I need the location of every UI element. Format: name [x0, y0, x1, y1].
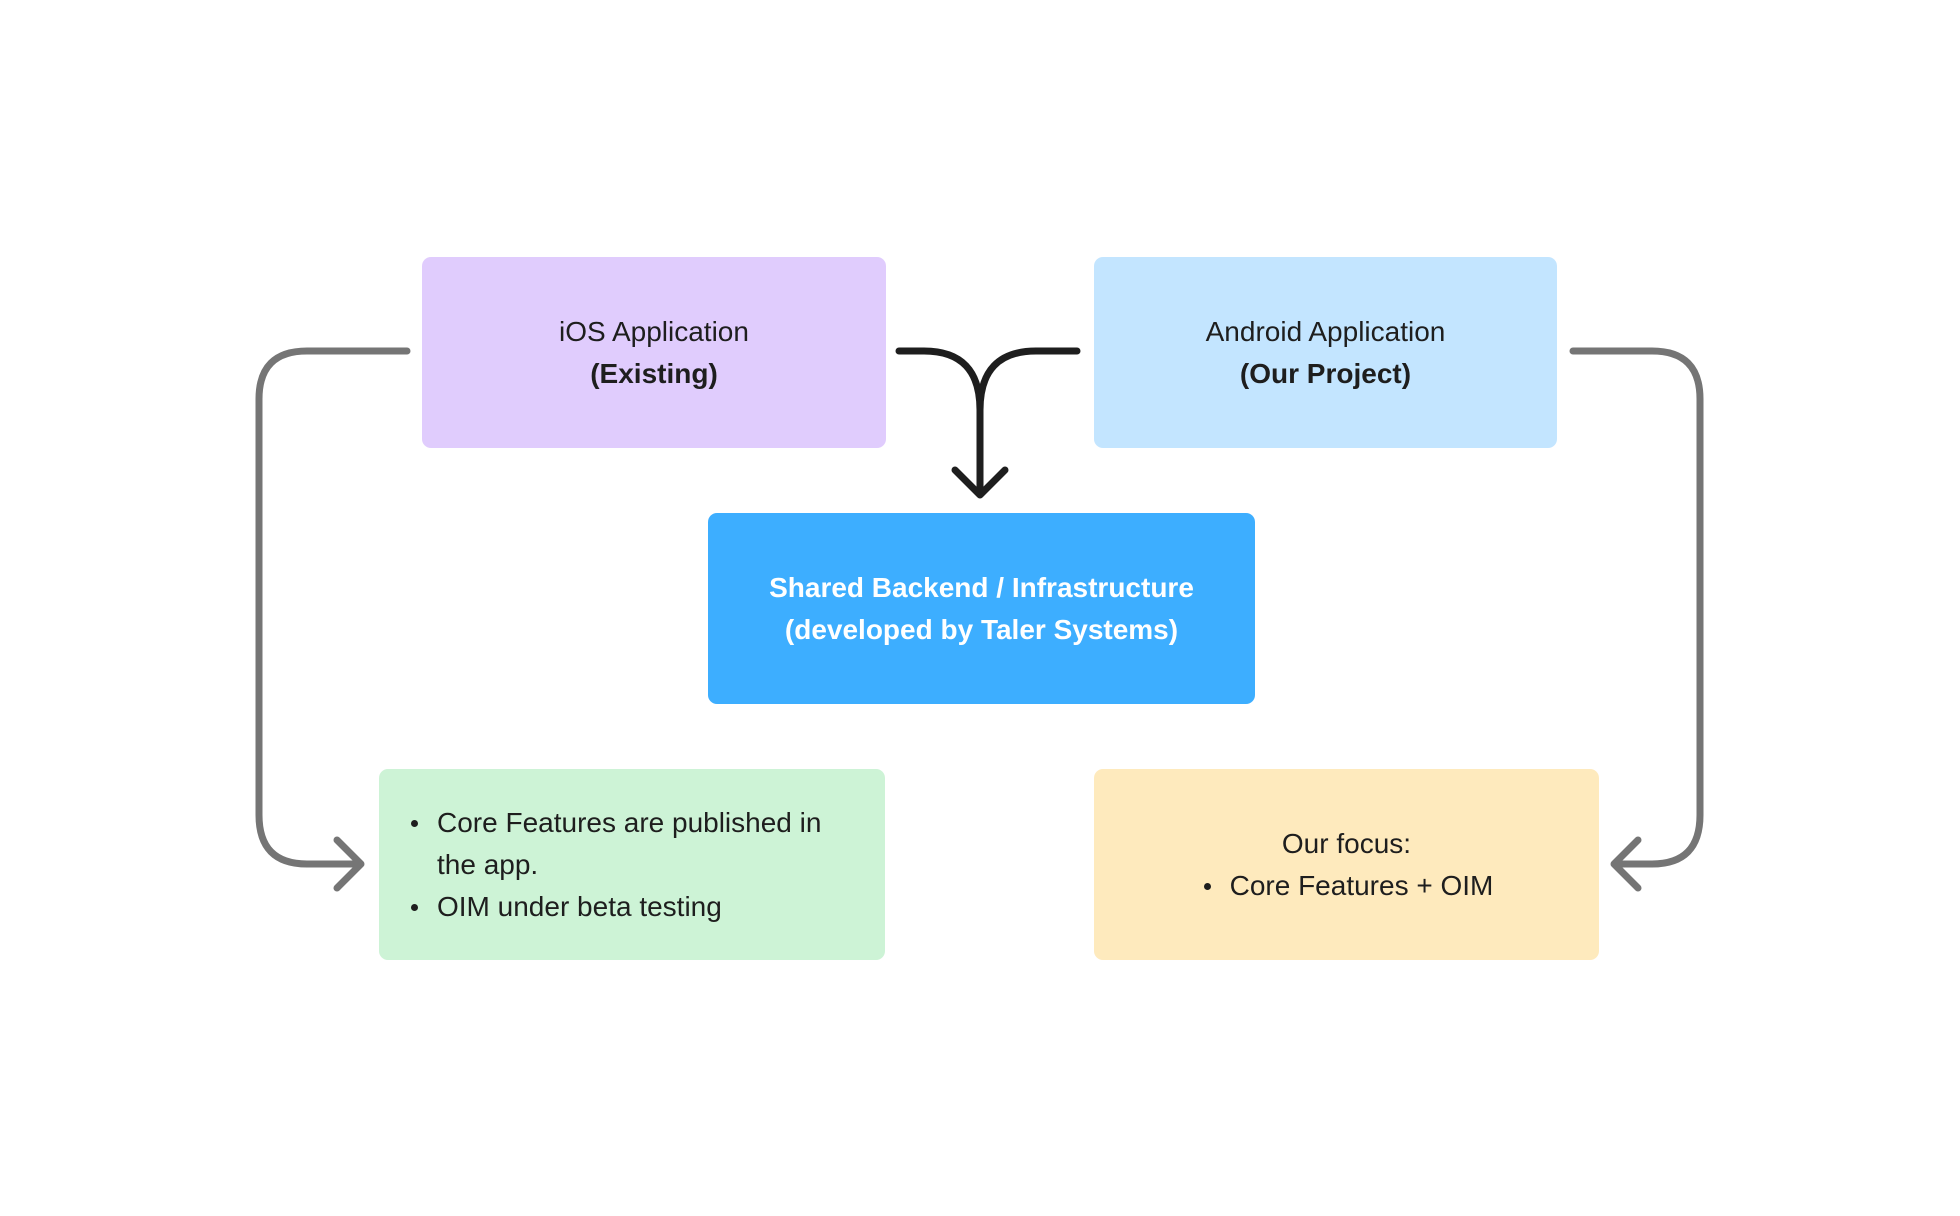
arrowhead-backend-box — [951, 466, 1009, 499]
connector-merge-right — [976, 347, 1081, 414]
arrowhead-status-box — [333, 836, 365, 892]
connector-merge-left — [895, 347, 984, 414]
ios-status-list: Core Features are published in the app. … — [407, 802, 857, 928]
our-focus-box: Our focus: Core Features + OIM — [1094, 769, 1599, 960]
shared-backend-title: Shared Backend / Infrastructure — [769, 571, 1194, 603]
ios-status-item: Core Features are published in the app. — [407, 802, 857, 886]
arrowhead-focus-box — [1610, 836, 1642, 892]
android-application-status: (Our Project) — [1239, 357, 1412, 389]
android-application-title: Android Application — [1205, 315, 1446, 347]
ios-status-item: OIM under beta testing — [407, 886, 857, 928]
ios-application-status: (Existing) — [590, 357, 718, 389]
shared-backend-box: Shared Backend / Infrastructure (develop… — [708, 513, 1255, 704]
shared-backend-developer: (developed by Taler Systems) — [784, 613, 1179, 645]
ios-application-box: iOS Application (Existing) — [422, 257, 886, 448]
our-focus-heading: Our focus: — [1281, 827, 1412, 859]
our-focus-item: Core Features + OIM — [1200, 865, 1493, 907]
ios-application-title: iOS Application — [559, 315, 749, 347]
our-focus-list: Core Features + OIM — [1200, 865, 1493, 907]
ios-status-box: Core Features are published in the app. … — [379, 769, 885, 960]
android-application-box: Android Application (Our Project) — [1094, 257, 1557, 448]
